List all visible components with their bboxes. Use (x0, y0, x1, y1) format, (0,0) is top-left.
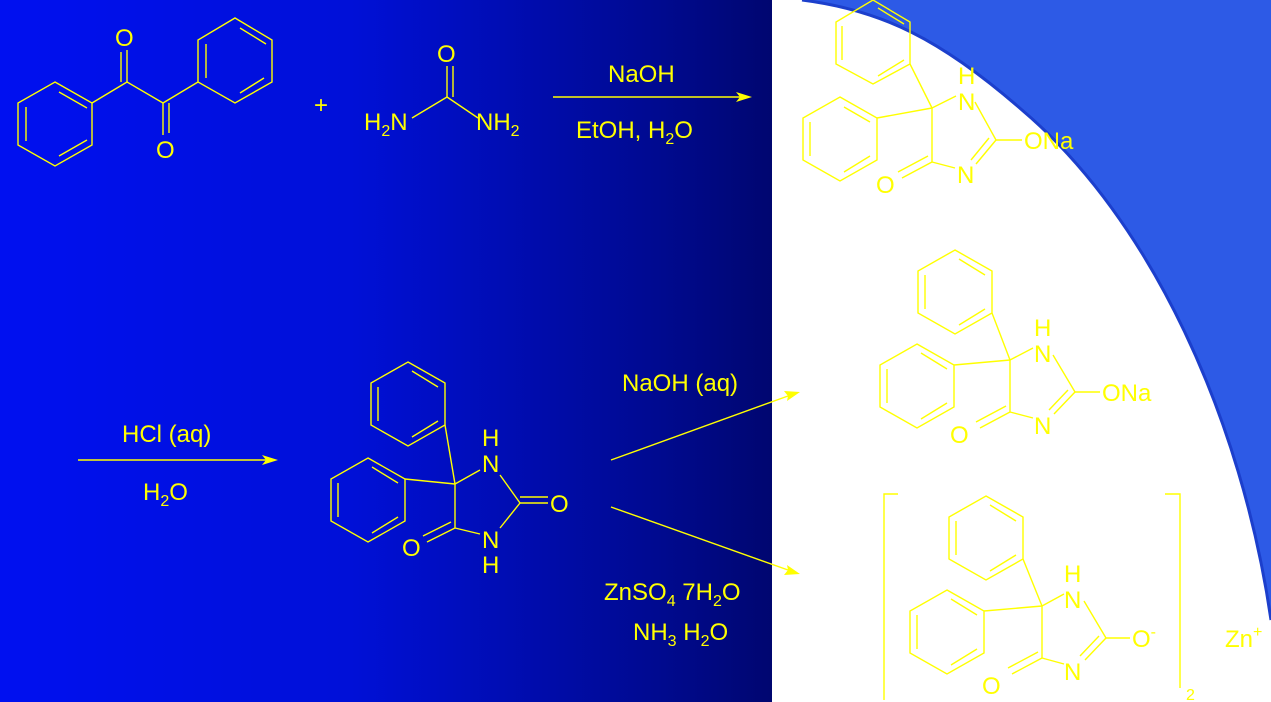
sodium-salt-product-1: H N N O ONa (802, 0, 1074, 199)
product2-hydrogen: H (1034, 315, 1051, 342)
plus-sign: + (314, 92, 328, 119)
arrow1-reagent-bottom: EtOH, H2O (576, 117, 693, 148)
arrow2-reagent-top: HCl (aq) (122, 421, 211, 448)
blue-background-panel (0, 0, 772, 702)
phenytoin-nitrogen-bottom: N (482, 527, 499, 554)
reaction-arrow-3: NaOH (aq) (610, 370, 800, 461)
complex-nitrogen-top: N (1064, 587, 1081, 614)
urea-oxygen: O (437, 41, 456, 68)
arrow2-reagent-bottom: H2O (143, 479, 188, 510)
product1-nitrogen-top: N (958, 89, 975, 116)
product2-nitrogen-top: N (1034, 341, 1051, 368)
sodium-salt-product-2: H N N O ONa (879, 249, 1152, 449)
urea-left-amine: H2N (364, 109, 408, 140)
zinc-complex-product: H N N O O- 2 Zn+ (883, 493, 1262, 702)
reaction-arrow-4: ZnSO4 7H2O NH3 H2O (604, 506, 800, 650)
white-background-panel (772, 0, 1271, 702)
phenytoin-nitrogen-top: N (482, 451, 499, 478)
zinc-cation: Zn+ (1225, 624, 1262, 653)
complex-hydrogen: H (1064, 561, 1081, 588)
product2-nitrogen-bottom: N (1034, 413, 1051, 440)
urea-structure: O H2N NH2 (364, 41, 520, 140)
arrow3-reagent: NaOH (aq) (622, 370, 738, 397)
bracket-subscript: 2 (1186, 687, 1195, 702)
complex-carbonyl-oxygen: O (982, 673, 1001, 700)
phenytoin-hydrogen-top: H (482, 425, 499, 452)
reaction-arrow-1: NaOH EtOH, H2O (553, 61, 752, 148)
phenytoin-hydrogen-bottom: H (482, 552, 499, 579)
phenytoin-structure: H N N H O O (330, 361, 569, 579)
reaction-arrow-2: HCl (aq) H2O (78, 421, 278, 510)
arrow4-reagent-line2: NH3 H2O (633, 619, 728, 650)
complex-oxide-anion: O- (1132, 624, 1156, 653)
benzil-oxygen-top: O (115, 25, 134, 52)
phenytoin-oxygen-right: O (550, 491, 569, 518)
urea-right-amine: NH2 (476, 109, 520, 140)
arrow1-reagent-top: NaOH (608, 61, 675, 88)
product2-sodium-oxide: ONa (1102, 380, 1152, 407)
right-bracket (1165, 493, 1181, 688)
complex-nitrogen-bottom: N (1064, 659, 1081, 686)
blue-swoosh-decoration (801, 0, 1271, 621)
benzil-oxygen-bottom: O (156, 137, 175, 164)
product2-carbonyl-oxygen: O (950, 422, 969, 449)
product1-nitrogen-bottom: N (957, 162, 974, 189)
product1-carbonyl-oxygen: O (876, 172, 895, 199)
product1-hydrogen: H (958, 63, 975, 90)
product1-sodium-oxide: ONa (1024, 128, 1074, 155)
arrow4-reagent-line1: ZnSO4 7H2O (604, 579, 741, 610)
benzil-structure: O O (17, 17, 273, 167)
left-bracket (883, 493, 898, 700)
phenytoin-oxygen-left: O (402, 535, 421, 562)
